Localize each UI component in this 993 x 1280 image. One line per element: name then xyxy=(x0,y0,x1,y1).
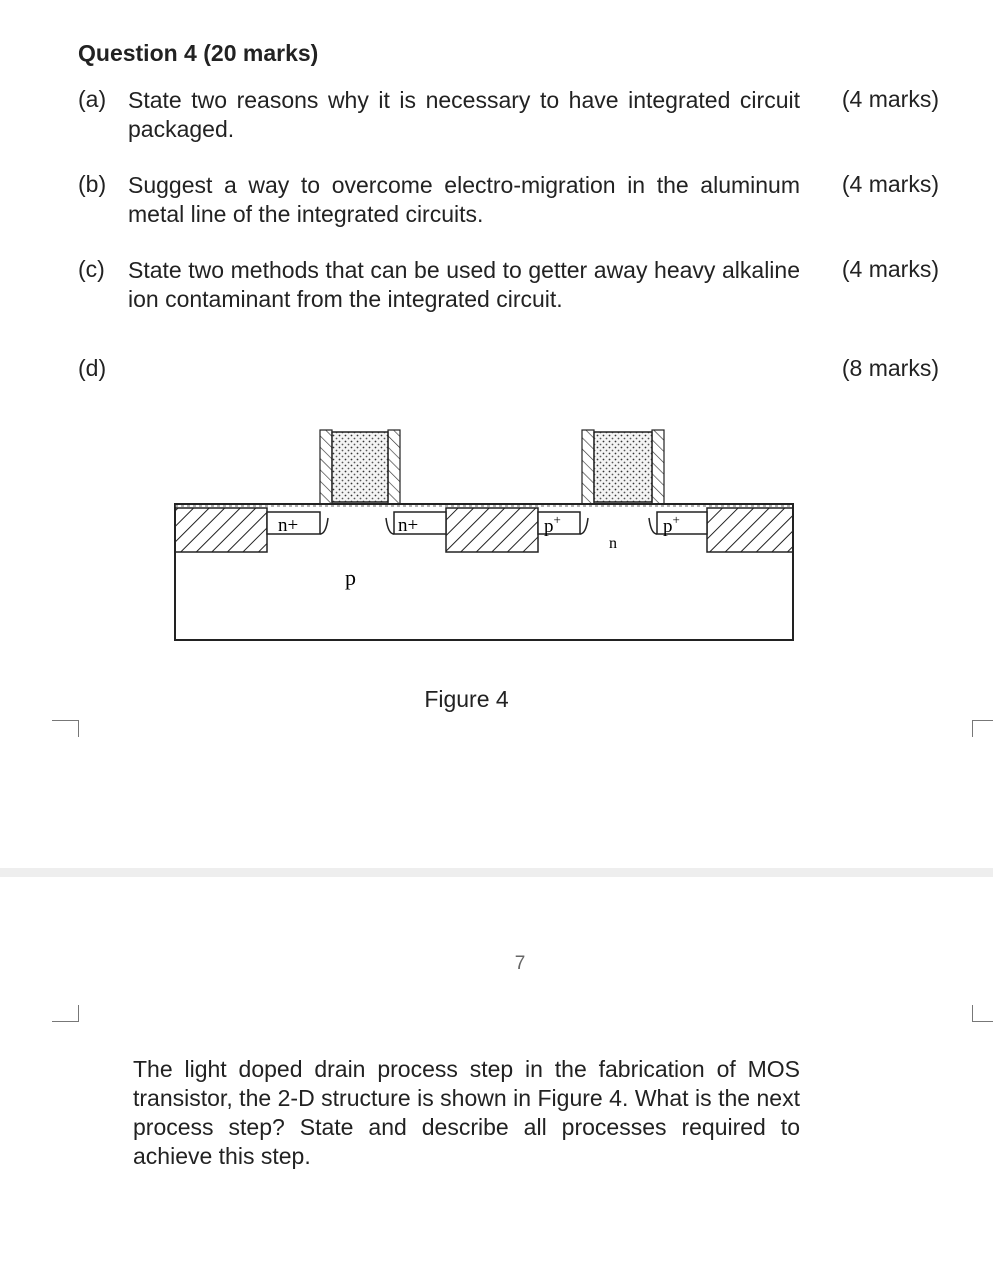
polysilicon-gate-pmos xyxy=(593,431,653,503)
question-title: Question 4 (20 marks) xyxy=(78,40,319,66)
field-oxide-left xyxy=(174,507,268,553)
label-p-substrate: p xyxy=(345,565,356,590)
part-c-marks: (4 marks) xyxy=(841,256,939,282)
crop-mark-bottom-right xyxy=(972,1005,993,1022)
label-n-plus-source: n+ xyxy=(278,515,298,536)
label-p-plus-drain: p+ xyxy=(663,512,680,537)
page-separator xyxy=(0,868,993,877)
page-number: 7 xyxy=(514,953,526,974)
label-n-well: n xyxy=(609,535,617,552)
part-d-text: The light doped drain process step in th… xyxy=(133,1056,800,1169)
crop-mark-top-right xyxy=(972,720,993,737)
gate-sidewall-left-pmos xyxy=(581,429,595,505)
field-oxide-right xyxy=(706,507,794,553)
part-a-marks: (4 marks) xyxy=(841,86,939,112)
mos-cross-section-diagram: n+ n+ p+ p+ n p xyxy=(174,429,794,641)
n-plus-drain xyxy=(393,511,447,535)
part-a-text: State two reasons why it is necessary to… xyxy=(128,87,800,142)
gate-sidewall-left-nmos xyxy=(319,429,333,505)
part-a-label: (a) xyxy=(78,86,107,112)
gate-sidewall-right-nmos xyxy=(387,429,401,505)
crop-mark-top-left xyxy=(52,720,79,737)
part-b-label: (b) xyxy=(78,171,107,197)
part-d-marks: (8 marks) xyxy=(841,355,939,381)
field-oxide-middle xyxy=(445,507,539,553)
p-plus-drain xyxy=(656,511,708,535)
part-c-text: State two methods that can be used to ge… xyxy=(128,257,800,312)
part-b-text: Suggest a way to overcome electro-migrat… xyxy=(128,172,800,227)
gate-sidewall-right-pmos xyxy=(651,429,665,505)
label-n-plus-drain: n+ xyxy=(398,515,418,536)
part-d-label: (d) xyxy=(78,355,107,381)
label-p-plus-source: p+ xyxy=(544,512,561,537)
polysilicon-gate-nmos xyxy=(331,431,389,503)
figure-caption: Figure 4 xyxy=(424,686,509,712)
part-c-label: (c) xyxy=(78,256,105,282)
crop-mark-bottom-left xyxy=(52,1005,79,1022)
part-b-marks: (4 marks) xyxy=(841,171,939,197)
